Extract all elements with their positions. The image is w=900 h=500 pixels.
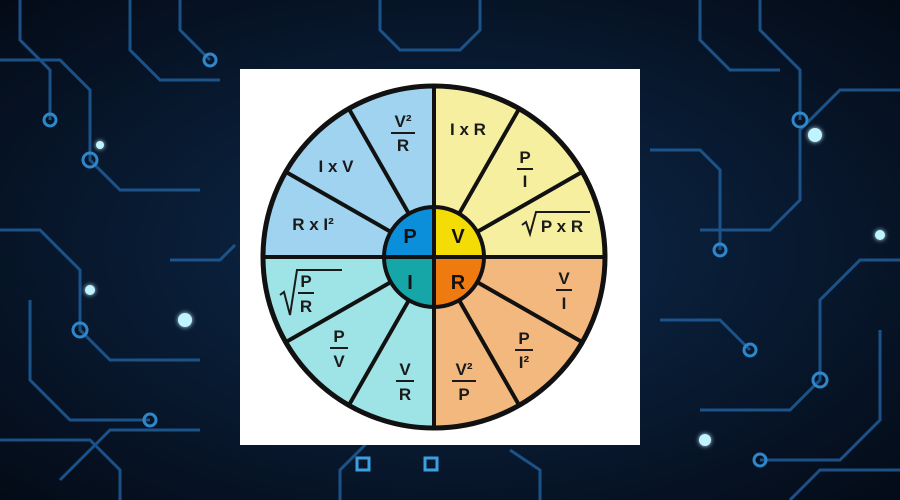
center-label-p: P (403, 226, 416, 248)
formula-i-times-r: I x R (450, 120, 486, 139)
fraction-denominator: I (523, 172, 528, 191)
formula-v-over-r: V R (396, 360, 414, 404)
formula-v2-over-r: V² R (391, 112, 415, 155)
fraction-denominator: R (397, 136, 409, 155)
fraction-numerator: P (333, 327, 344, 346)
formula-p-over-v: P V (330, 327, 348, 371)
formula-v-over-i: V I (556, 269, 572, 313)
inner-circle-outline (382, 205, 486, 309)
center-r-quadrant (434, 257, 484, 307)
fraction-denominator: I² (519, 353, 530, 372)
fraction-numerator: V (558, 269, 570, 288)
center-label-r: R (451, 272, 466, 294)
fraction-numerator: V² (395, 112, 412, 131)
current-quadrant (263, 257, 434, 428)
fraction-numerator: P (300, 272, 311, 291)
formula-p-over-i: P I (517, 148, 533, 191)
power-quadrant (263, 86, 434, 257)
formula-sqrt-p-times-r: P x R (521, 211, 590, 238)
voltage-quadrant (434, 86, 605, 257)
center-v-quadrant (434, 207, 484, 257)
center-label-i: I (407, 272, 413, 294)
radical-sign (279, 269, 342, 316)
resistance-quadrant (434, 257, 605, 428)
center-label-v: V (451, 226, 465, 248)
formula-i-times-v: I x V (319, 157, 355, 176)
fraction-numerator: V (399, 360, 411, 379)
fraction-denominator: I (562, 294, 567, 313)
ohms-law-wheel: P V I R V² R I x V R x I² I x R P I P x … (260, 83, 608, 431)
radical-sign (521, 211, 590, 238)
center-p-quadrant (384, 207, 434, 257)
segment-dividers (261, 84, 607, 430)
formula-p-over-i2: P I² (515, 329, 533, 372)
formula-r-times-i2: R x I² (292, 215, 334, 234)
fraction-denominator: P (458, 385, 469, 404)
ohms-law-wheel-card: P V I R V² R I x V R x I² I x R P I P x … (240, 69, 640, 445)
center-i-quadrant (384, 257, 434, 307)
radicand: P x R (541, 217, 583, 236)
formula-v2-over-p: V² P (452, 360, 476, 404)
fraction-numerator: V² (456, 360, 473, 379)
fraction-numerator: P (519, 148, 530, 167)
fraction-denominator: R (399, 385, 411, 404)
fraction-denominator: R (300, 297, 312, 316)
fraction-denominator: V (333, 352, 345, 371)
fraction-numerator: P (518, 329, 529, 348)
outer-circle-outline (260, 83, 608, 431)
formula-sqrt-p-over-r: P R (279, 269, 342, 316)
